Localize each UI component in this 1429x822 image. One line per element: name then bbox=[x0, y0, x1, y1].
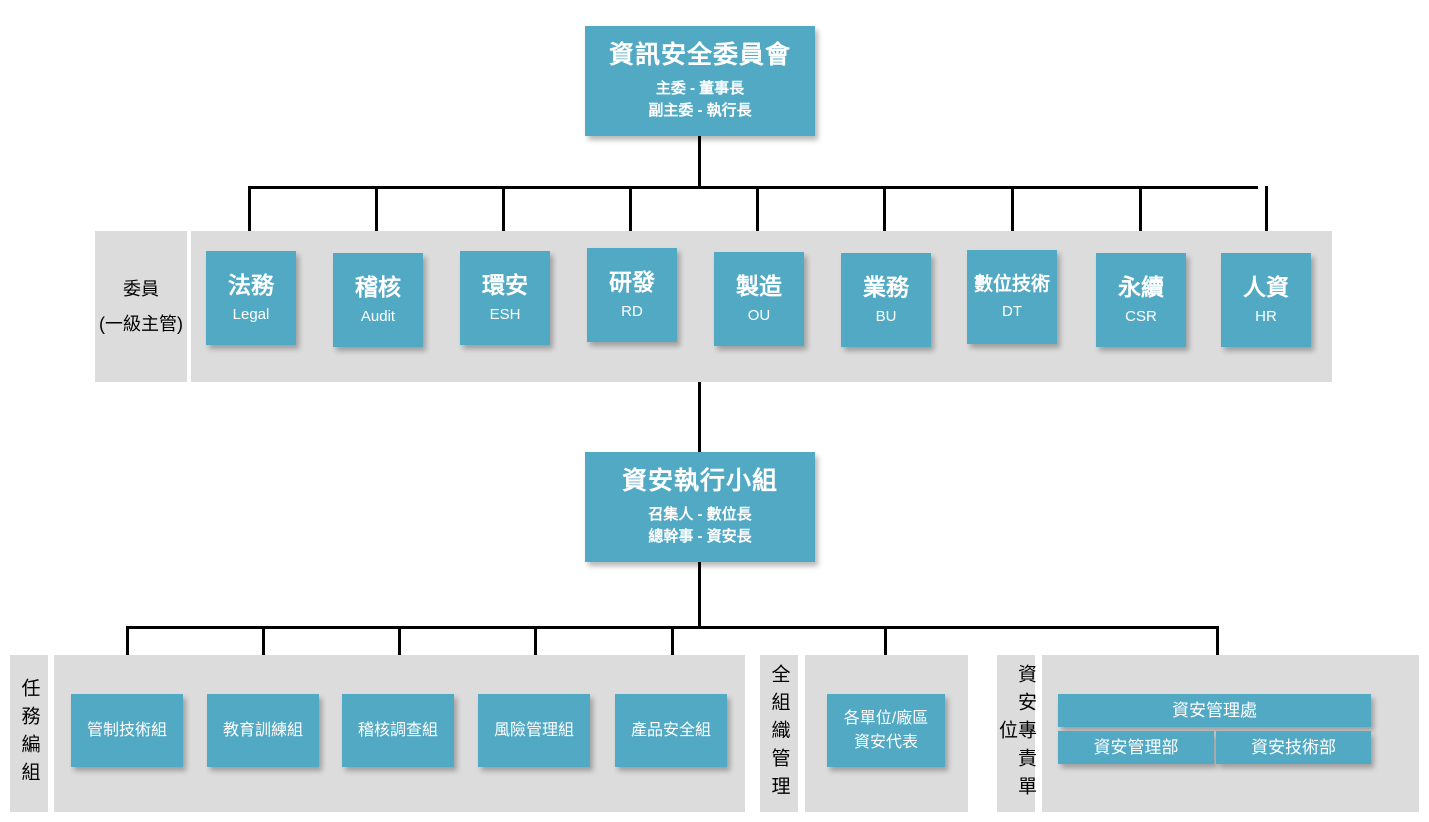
org-section-side-label: 全組織管理 bbox=[760, 655, 798, 812]
node-committee-member-hr[interactable]: 人資 HR bbox=[1221, 253, 1311, 347]
connector-drop-bu bbox=[883, 186, 886, 253]
connector-drop-ou bbox=[756, 186, 759, 252]
node-committee-member-esh[interactable]: 環安 ESH bbox=[460, 251, 550, 345]
node-title: 資安執行小組 bbox=[621, 467, 778, 496]
node-subtitle-line-2: 副主委 - 執行長 bbox=[648, 102, 752, 120]
node-security-execution-team[interactable]: 資安執行小組 召集人 - 數位長 總幹事 - 資安長 bbox=[585, 452, 815, 562]
node-committee-member-legal[interactable]: 法務 Legal bbox=[206, 251, 296, 345]
connector-drop-legal bbox=[248, 186, 251, 251]
connector-drop-csr bbox=[1139, 186, 1142, 253]
member-name-zh: 製造 bbox=[736, 273, 782, 300]
node-title: 資訊安全委員會 bbox=[608, 41, 791, 70]
department-name: 資安管理部 bbox=[1093, 737, 1179, 757]
node-committee-member-ou[interactable]: 製造 OU bbox=[714, 252, 804, 346]
task-group-name: 風險管理組 bbox=[493, 721, 574, 739]
node-task-group-audit-investigation[interactable]: 稽核調查組 bbox=[342, 694, 454, 767]
node-committee-member-dt[interactable]: 數位技術 DT bbox=[967, 250, 1057, 344]
node-committee-member-bu[interactable]: 業務 BU bbox=[841, 253, 931, 347]
member-name-zh: 研發 bbox=[609, 269, 655, 296]
connector-drop-rd bbox=[629, 186, 632, 248]
node-unit-plant-security-representative[interactable]: 各單位/廠區 資安代表 bbox=[827, 694, 945, 767]
rep-line-2: 資安代表 bbox=[853, 733, 918, 751]
task-section-side-label-text: 任務編組 bbox=[18, 677, 40, 790]
member-name-zh: 稽核 bbox=[355, 274, 401, 301]
node-committee-member-csr[interactable]: 永續 CSR bbox=[1096, 253, 1186, 347]
dedicated-section-side-label-text: 資安專責單位 bbox=[996, 663, 1036, 804]
member-name-en: BU bbox=[875, 308, 897, 325]
task-group-name: 管制技術組 bbox=[86, 721, 167, 739]
connector-exec-stem bbox=[698, 562, 701, 628]
org-section-side-label-text: 全組織管理 bbox=[768, 663, 790, 804]
division-name: 資安管理處 bbox=[1172, 700, 1257, 720]
connector-drop-hr bbox=[1265, 186, 1268, 253]
member-name-en: RD bbox=[621, 303, 643, 320]
node-task-group-risk-management[interactable]: 風險管理組 bbox=[478, 694, 590, 767]
connector-drop-audit bbox=[375, 186, 378, 253]
node-security-management-department[interactable]: 資安管理部 bbox=[1058, 731, 1214, 764]
member-name-en: DT bbox=[1002, 302, 1022, 320]
committee-side-label-line-2: (一級主管) bbox=[99, 313, 183, 334]
node-committee-member-rd[interactable]: 研發 RD bbox=[587, 248, 677, 342]
member-name-zh: 業務 bbox=[863, 274, 909, 301]
node-security-management-division[interactable]: 資安管理處 bbox=[1058, 694, 1371, 727]
member-name-zh: 法務 bbox=[228, 272, 274, 299]
member-name-zh: 數位技術 bbox=[973, 273, 1050, 295]
member-name-zh: 人資 bbox=[1243, 274, 1289, 301]
member-name-zh: 環安 bbox=[482, 272, 528, 299]
task-group-name: 稽核調查組 bbox=[357, 721, 438, 739]
task-group-name: 產品安全組 bbox=[630, 721, 711, 739]
node-subtitle-line-1: 召集人 - 數位長 bbox=[648, 506, 752, 524]
department-name: 資安技術部 bbox=[1251, 737, 1336, 757]
member-name-en: Legal bbox=[232, 306, 270, 323]
member-name-en: OU bbox=[747, 307, 771, 324]
member-name-en: ESH bbox=[489, 306, 521, 323]
dedicated-section-side-label: 資安專責單位 bbox=[996, 655, 1036, 812]
node-subtitle-line-1: 主委 - 董事長 bbox=[655, 80, 745, 98]
task-group-name: 教育訓練組 bbox=[222, 721, 303, 739]
connector-committee-to-exec bbox=[698, 382, 701, 452]
node-task-group-education-training[interactable]: 教育訓練組 bbox=[207, 694, 319, 767]
member-name-en: Audit bbox=[360, 308, 396, 325]
connector-root-stem bbox=[698, 136, 701, 186]
connector-drop-dt bbox=[1011, 186, 1014, 250]
node-information-security-committee[interactable]: 資訊安全委員會 主委 - 董事長 副主委 - 執行長 bbox=[585, 26, 815, 136]
connector-committee-bus bbox=[248, 186, 1258, 189]
committee-side-label-line-1: 委員 bbox=[123, 279, 159, 300]
task-section-side-label: 任務編組 bbox=[10, 655, 48, 812]
node-committee-member-audit[interactable]: 稽核 Audit bbox=[333, 253, 423, 347]
committee-side-label: 委員 (一級主管) bbox=[95, 231, 187, 382]
node-task-group-product-safety[interactable]: 產品安全組 bbox=[615, 694, 727, 767]
node-task-group-control-technology[interactable]: 管制技術組 bbox=[71, 694, 183, 767]
connector-drop-esh bbox=[502, 186, 505, 251]
node-subtitle-line-2: 總幹事 - 資安長 bbox=[648, 528, 752, 546]
rep-line-1: 各單位/廠區 bbox=[843, 709, 929, 727]
member-name-en: HR bbox=[1255, 308, 1277, 325]
member-name-en: CSR bbox=[1125, 308, 1157, 325]
node-security-technology-department[interactable]: 資安技術部 bbox=[1216, 731, 1371, 764]
member-name-zh: 永續 bbox=[1118, 274, 1164, 301]
